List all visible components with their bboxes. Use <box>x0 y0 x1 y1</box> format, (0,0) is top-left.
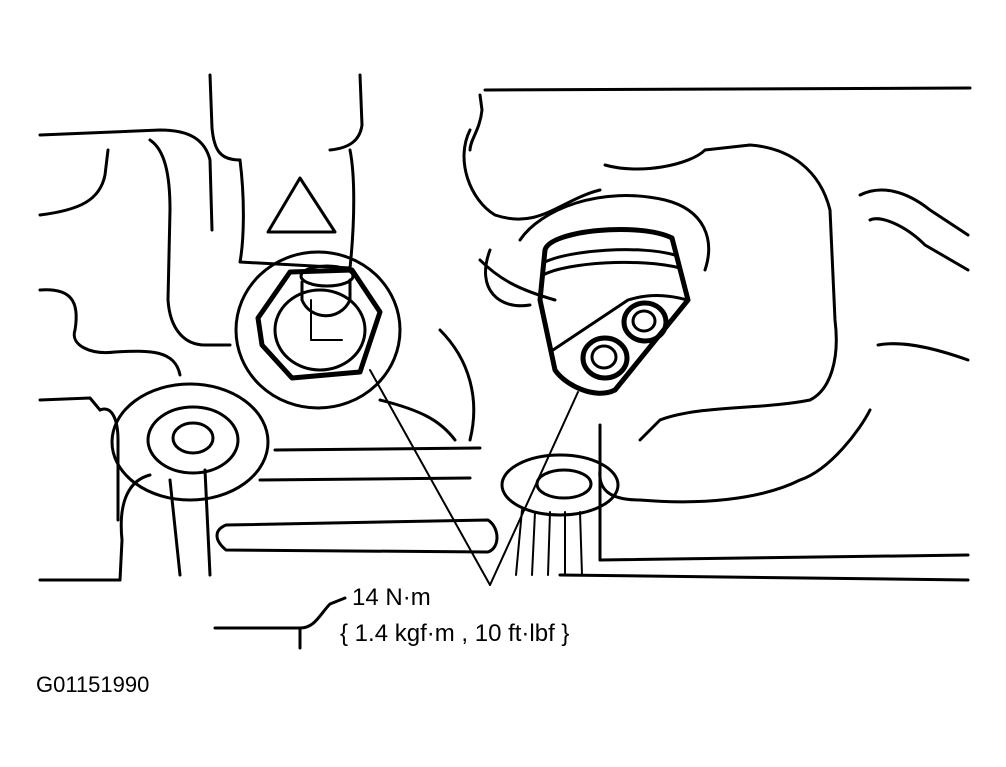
triangle-mark <box>266 176 337 234</box>
torque-value-label: 14 N·m <box>352 584 431 611</box>
housing-right-outline <box>462 86 972 582</box>
hex-plug <box>234 250 402 410</box>
sensor-boss-right <box>484 194 711 308</box>
housing-left-outline <box>38 73 364 582</box>
leader-lines <box>369 369 579 586</box>
figure-id-label: G01151990 <box>36 672 150 697</box>
torque-alt-units-label: { 1.4 kgf·m , 10 ft·lbf } <box>340 620 570 647</box>
round-boss-left <box>98 382 270 522</box>
speed-sensor-connector <box>537 227 691 396</box>
housing-ribs <box>168 328 602 650</box>
